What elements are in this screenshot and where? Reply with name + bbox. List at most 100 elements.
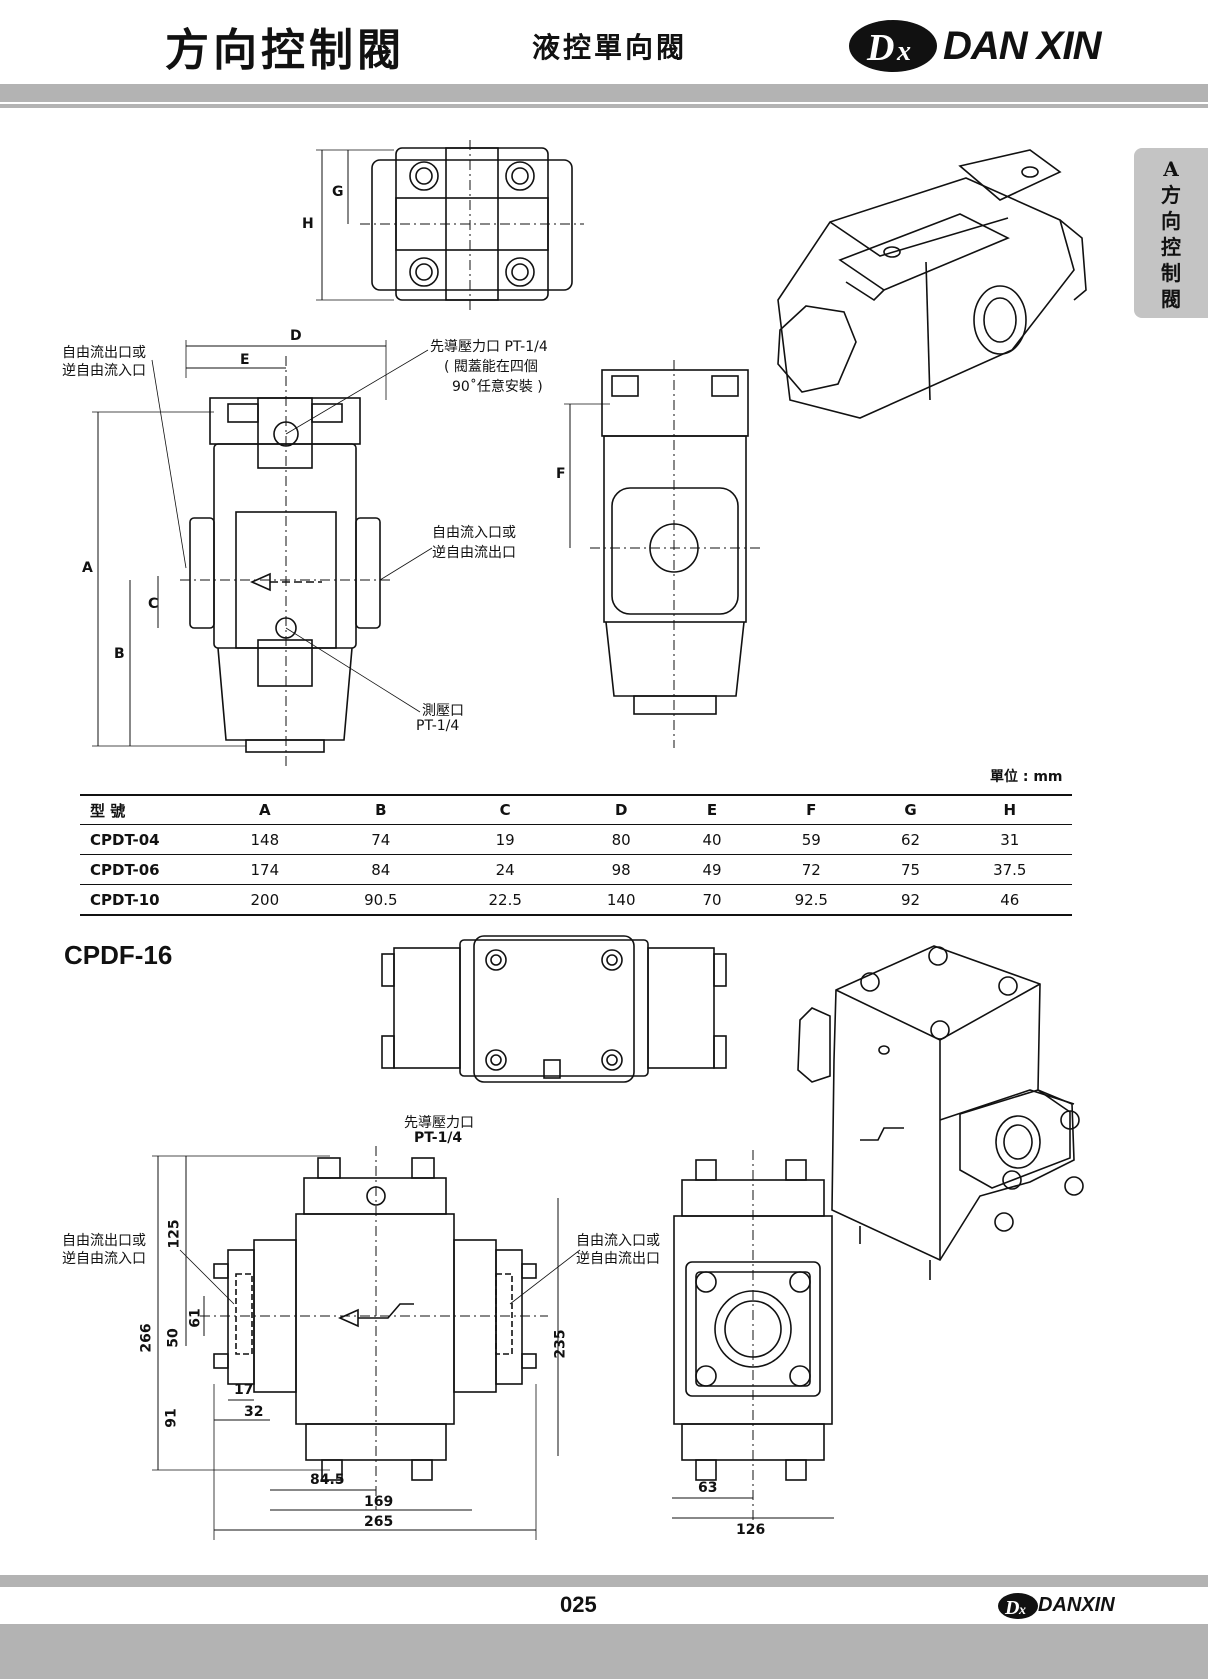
callout-free-in-2: 逆自由流出口 xyxy=(432,545,516,561)
cell: 59 xyxy=(749,824,874,855)
callout-free-in-2: 逆自由流出口 xyxy=(576,1251,660,1267)
page-title: 方向控制閥 xyxy=(165,25,405,76)
cpdf-side-view xyxy=(672,1150,834,1530)
cell: CPDT-10 xyxy=(80,884,211,916)
cpdf-iso-view xyxy=(797,945,1084,1280)
col-header: D xyxy=(567,794,675,825)
col-header: G xyxy=(873,794,948,825)
model-title: CPDF-16 xyxy=(64,940,173,970)
cell: 80 xyxy=(567,824,675,855)
callout-gauge-2: PT-1/4 xyxy=(416,718,460,734)
footer-logo: D x DANXIN xyxy=(996,1590,1126,1622)
col-header: H xyxy=(947,794,1072,825)
dim-label-b: B xyxy=(114,646,125,662)
col-header: A xyxy=(211,794,319,825)
cell: 24 xyxy=(443,854,568,885)
cell: 98 xyxy=(567,854,675,885)
svg-text:x: x xyxy=(896,36,911,67)
dim-label-91: 91 xyxy=(163,1408,180,1428)
callout-pilot-2: PT-1/4 xyxy=(414,1130,463,1146)
callout-free-out: 自由流出口或 xyxy=(62,345,146,361)
tab-char: 控 xyxy=(1161,235,1181,259)
dim-label-17: 17 xyxy=(234,1382,254,1398)
header-bar xyxy=(0,84,1208,102)
cell: 84 xyxy=(318,854,443,885)
cell: 148 xyxy=(211,824,319,855)
cpdt-front-view xyxy=(92,340,433,770)
dim-label-c: C xyxy=(148,596,159,612)
page-number: 025 xyxy=(560,1592,597,1617)
table-row: CPDT-06 174 84 24 98 49 72 75 37.5 xyxy=(80,854,1072,885)
callout-pilot: 先導壓力口 PT-1/4 xyxy=(430,339,548,355)
dim-label-50: 50 xyxy=(165,1328,182,1348)
footer-bar xyxy=(0,1575,1208,1587)
dim-label-63: 63 xyxy=(698,1480,718,1496)
cell: 37.5 xyxy=(947,854,1072,885)
section-tab: A 方 向 控 制 閥 xyxy=(1134,148,1208,318)
dim-label-e: E xyxy=(240,352,250,368)
dim-label-265: 265 xyxy=(364,1514,394,1530)
dim-label-h: H xyxy=(302,216,314,232)
cpdt-top-view xyxy=(316,140,584,310)
dim-label-61: 61 xyxy=(187,1308,204,1328)
dim-label-266: 266 xyxy=(138,1323,155,1353)
header-bar-thin xyxy=(0,104,1208,108)
cell: 31 xyxy=(947,824,1072,855)
unit-label: 單位 : mm xyxy=(990,769,1063,785)
cell: 19 xyxy=(443,824,568,855)
callout-pilot-2: ( 閥蓋能在四個 xyxy=(444,359,538,375)
cell: 92 xyxy=(873,884,948,916)
dim-label-32: 32 xyxy=(244,1404,264,1420)
col-header: F xyxy=(749,794,874,825)
col-header: 型 號 xyxy=(80,794,211,825)
callout-free-out-2: 逆自由流入口 xyxy=(62,1251,146,1267)
dim-label-d: D xyxy=(290,328,302,344)
tab-char: 方 xyxy=(1161,183,1181,207)
svg-text:D: D xyxy=(866,27,894,69)
dim-label-125: 125 xyxy=(166,1219,183,1249)
col-header: E xyxy=(675,794,750,825)
cell: 70 xyxy=(675,884,750,916)
brand-name: DAN XIN xyxy=(943,24,1101,68)
cell: 92.5 xyxy=(749,884,874,916)
dim-label-84-5: 84.5 xyxy=(310,1472,345,1488)
col-header: C xyxy=(443,794,568,825)
svg-text:x: x xyxy=(1018,1603,1026,1618)
cell: 74 xyxy=(318,824,443,855)
cell: 75 xyxy=(873,854,948,885)
dim-label-a: A xyxy=(82,560,93,576)
cell: 40 xyxy=(675,824,750,855)
tab-char: 向 xyxy=(1161,209,1181,233)
footer-band xyxy=(0,1624,1208,1679)
callout-free-in: 自由流入口或 xyxy=(432,525,516,541)
table-row: CPDT-04 148 74 19 80 40 59 62 31 xyxy=(80,824,1072,855)
cpdt-iso-view xyxy=(777,149,1087,419)
cpdf-top-view xyxy=(381,935,727,1083)
table-row: CPDT-10 200 90.5 22.5 140 70 92.5 92 46 xyxy=(80,884,1072,916)
cell: 49 xyxy=(675,854,750,885)
tab-char: 閥 xyxy=(1161,287,1181,311)
callout-free-in: 自由流入口或 xyxy=(576,1233,660,1249)
cell: 62 xyxy=(873,824,948,855)
tab-char: A xyxy=(1163,157,1179,181)
cpdf-front-view xyxy=(152,1146,581,1540)
dim-label-g: G xyxy=(332,184,344,200)
logo-mark-icon: D x xyxy=(849,20,937,72)
svg-text:D: D xyxy=(1004,1597,1019,1619)
dim-label-235: 235 xyxy=(552,1329,569,1359)
cell: 72 xyxy=(749,854,874,885)
dim-label-f: F xyxy=(556,466,566,482)
dim-label-126: 126 xyxy=(736,1522,766,1538)
cell: CPDT-04 xyxy=(80,824,211,855)
spec-table: 型 號 A B C D E F G H CPDT-04 148 74 19 80… xyxy=(80,794,1072,916)
brand-logo: D x DAN XIN xyxy=(845,16,1125,76)
callout-gauge: 測壓口 xyxy=(422,703,464,719)
callout-pilot: 先導壓力口 xyxy=(404,1115,474,1131)
col-header: B xyxy=(318,794,443,825)
cell: 22.5 xyxy=(443,884,568,916)
table-header-row: 型 號 A B C D E F G H xyxy=(80,794,1072,825)
page-subtitle: 液控單向閥 xyxy=(532,31,688,64)
cell: 200 xyxy=(211,884,319,916)
callout-free-out: 自由流出口或 xyxy=(62,1233,146,1249)
